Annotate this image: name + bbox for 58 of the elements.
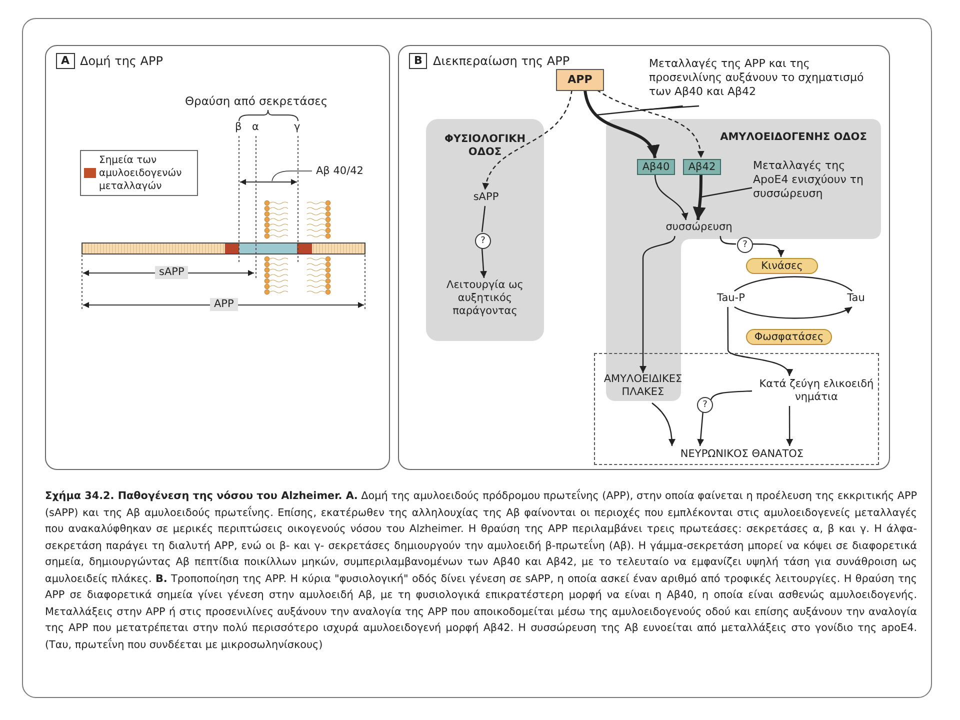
process-label: ΝΕΥΡΩΝΙΚΟΣ ΘΑΝΑΤΟΣ	[662, 448, 822, 464]
question-circle: ?	[475, 233, 491, 249]
question-circle: ?	[697, 397, 713, 413]
arrow	[652, 402, 676, 446]
leader-line	[640, 105, 700, 111]
arrow	[786, 406, 794, 446]
panel-title: Δομή της APP	[80, 53, 163, 69]
dashed-region	[594, 353, 879, 465]
connector	[734, 276, 852, 292]
process-label: ΑΜΥΛΟΕΙΔΙΚΕΣ ΠΛΑΚΕΣ	[598, 373, 688, 403]
arrow	[692, 174, 706, 220]
heading-text: Θραύση από σεκρετάσες	[185, 95, 328, 108]
peptide-box: Αβ42	[683, 159, 721, 175]
figure-caption: Σχήμα 34.2. Παθογένεση της νόσου του Alzheimer. Α. Δομή της αμυλοειδούς πρόδρομου πρωτεΐνης (APP), στην οποία φαίνεται η προέλευση της εκκριτικής APP (sAPP) και της Αβ αμυλοειδούς πρωτεΐνης. Επίσης, εκατέρωθεν της αλληλουχίας της Αβ φαίνονται οι περιοχές που εμπλέκονται στις αμυλοειδογενείς μεταλλαγές που ανακαλύφθηκαν σε μερικές περιπτώσεις οικογενούς νόσου του Alzheimer. Η θραύση της APP περιλαμβάνει τρεις πρωτεάσες: σεκρετάσες α, β και γ. Η άλφα-σεκρετάση παράγει τη διαλυτή APP, ενώ οι β- και γ- σεκρετάσες δημιουργούν την αμυλοειδή β-πρωτεΐνη (Αβ). Η γάμμα-σεκρετάση μπορεί να κόψει σε διαφορετικά σημεία, δημιουργώντας Αβ πεπτίδια ποικίλλων μηκών, συμπεριλαμβανομένων των Αβ40 και Αβ42, με το τελευταίο να εμφανίζει υψηλή τάση για συνάθροιση ως αμυλοειδείς πλάκες. Β. Τροποποίηση της APP. Η κύρια "φυσιολογική" οδός δίνει γένεση σε sAPP, η οποία ασκεί έναν αριθμό από τροφικές λειτουργίες. Η θραύση της APP σε διαφορετικά σημεία γίνει γένεση στην αμυλοειδή Αβ, με τη φυσιολογικά επικρατέστερη μορφή να είναι η Αβ40, η οποία είναι ασθενώς αμυλοειδογενής. Μεταλλάξεις στην APP ή στις προσενιλίνες αυξάνουν την αναλογία της APP που αποικοδομείται μέσω της αμυλοειδογενούς οδού και επίσης αυξάνουν την αναλογία της APP που μετατρέπεται στην πολύ περισσότερο ισχυρά αμυλοειδογενή μορφή Αβ42. Η συσσώρευση της Αβ ευνοείται από μεταλλάξεις στο γονίδιο της apoE4. (Ταυ, πρωτεΐνη που συνδέεται με μικροσωληνίσκους)	[45, 488, 917, 652]
question-circle: ?	[737, 237, 753, 253]
panel	[398, 45, 890, 470]
process-label: sAPP	[466, 191, 506, 207]
panel-letter: B	[409, 53, 428, 69]
process-label: Tau	[841, 292, 871, 308]
protein-box: APP	[556, 69, 604, 91]
connector	[710, 390, 752, 400]
arrow	[734, 306, 852, 319]
connector	[720, 236, 736, 245]
arrow	[697, 410, 704, 446]
annotation-text: Μεταλλαγές της ApoE4 ενισχύουν τη συσσώρευση	[753, 159, 879, 207]
panel	[45, 45, 390, 470]
enzyme-pill: Φωσφατάσες	[746, 329, 832, 345]
pathway-title: ΦΥΣΙΟΛΟΓΙΚΗ ΟΔΟΣ	[443, 133, 527, 160]
pathway-title: ΑΜΥΛΟΕΙΔΟΓΕΝΗΣ ΟΔΟΣ	[719, 131, 868, 144]
arrow	[752, 243, 784, 258]
site-letter: γ	[294, 121, 300, 134]
pathway-panel	[426, 119, 544, 341]
dimension-label: APP	[210, 298, 238, 311]
arrow	[654, 174, 688, 220]
panel-letter: A	[56, 53, 75, 69]
legend-text: Σημεία των αμυλοειδογενών μεταλλαγών	[99, 154, 183, 193]
dimension-label: Αβ 40/42	[316, 165, 364, 178]
arrow	[596, 89, 704, 158]
site-letter: α	[252, 121, 259, 134]
process-label: Κατά ζεύγη ελικοειδή νημάτια	[754, 378, 879, 408]
process-label: Λειτουργία ως αυξητικός παράγοντας	[429, 279, 541, 327]
dimension-label: sAPP	[155, 266, 188, 279]
arrow	[584, 90, 658, 158]
leader-line	[700, 187, 752, 198]
connector	[481, 206, 486, 232]
arrow	[483, 90, 572, 190]
annotation-text: Μεταλλαγές της APP και της προσενιλίνης αυξάνουν το σχηματισμό των Αβ40 και Αβ42	[649, 57, 881, 107]
leader-line	[596, 105, 683, 116]
enzyme-pill: Κινάσες	[746, 258, 818, 274]
peptide-box: Αβ40	[637, 159, 675, 175]
pathway-panel	[606, 119, 881, 401]
arrow	[480, 248, 488, 278]
site-letter: β	[235, 121, 242, 134]
panel-title: Διεκπεραίωση της APP	[433, 53, 570, 69]
arrow	[640, 236, 676, 373]
process-label: συσσώρευση	[656, 221, 742, 237]
arrow	[727, 307, 792, 376]
process-label: Tau-P	[709, 292, 753, 308]
